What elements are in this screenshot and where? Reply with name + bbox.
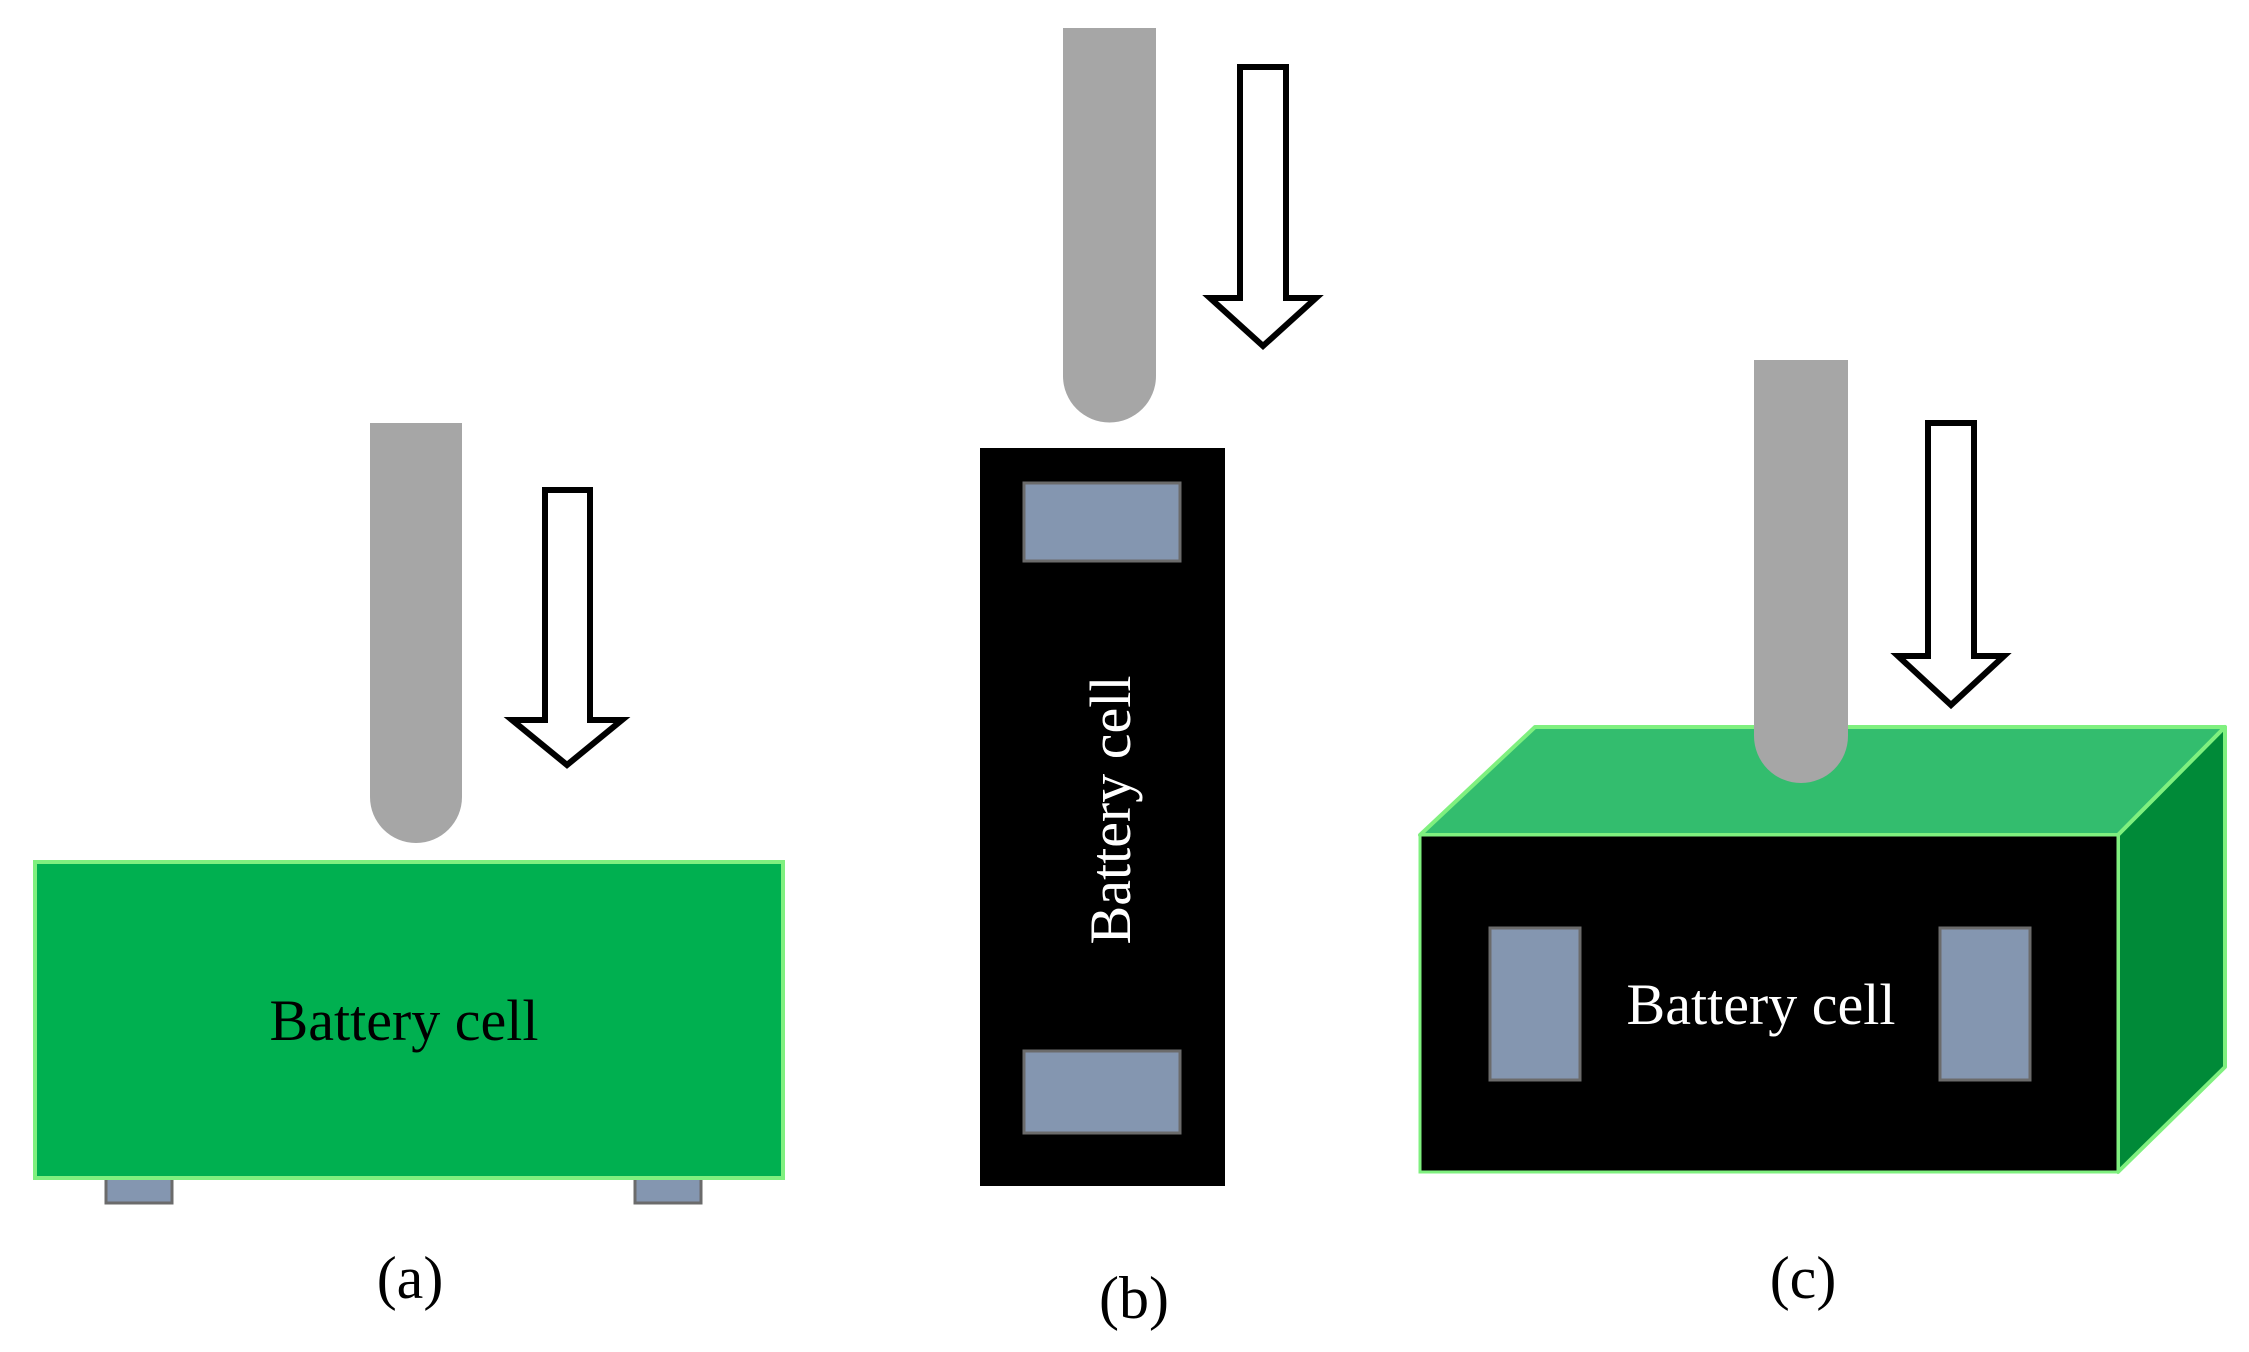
cell-label-b: Battery cell [1078, 676, 1143, 945]
terminal-c-left [1488, 926, 1582, 1082]
caption-b: (b) [1099, 1265, 1169, 1331]
panel-c: Battery cell (c) [1418, 360, 2227, 1311]
panel-a: Battery cell (a) [33, 423, 785, 1311]
indenter-b [1063, 28, 1156, 423]
panel-b: Battery cell (b) [980, 28, 1324, 1331]
caption-a: (a) [377, 1245, 444, 1311]
arrow-down-icon-b [1202, 64, 1324, 351]
cell-label-a: Battery cell [270, 988, 539, 1053]
arrow-down-icon-c [1890, 420, 2012, 710]
indenter-c [1754, 360, 1848, 783]
caption-c: (c) [1770, 1245, 1837, 1311]
indenter-a [370, 423, 462, 843]
battery-cell-a [33, 860, 785, 1180]
cell-label-c: Battery cell [1627, 972, 1896, 1037]
arrow-down-icon-a [503, 487, 631, 769]
terminal-b-top [1022, 481, 1182, 563]
terminal-c-right [1938, 926, 2032, 1082]
terminal-b-bottom [1022, 1049, 1182, 1135]
